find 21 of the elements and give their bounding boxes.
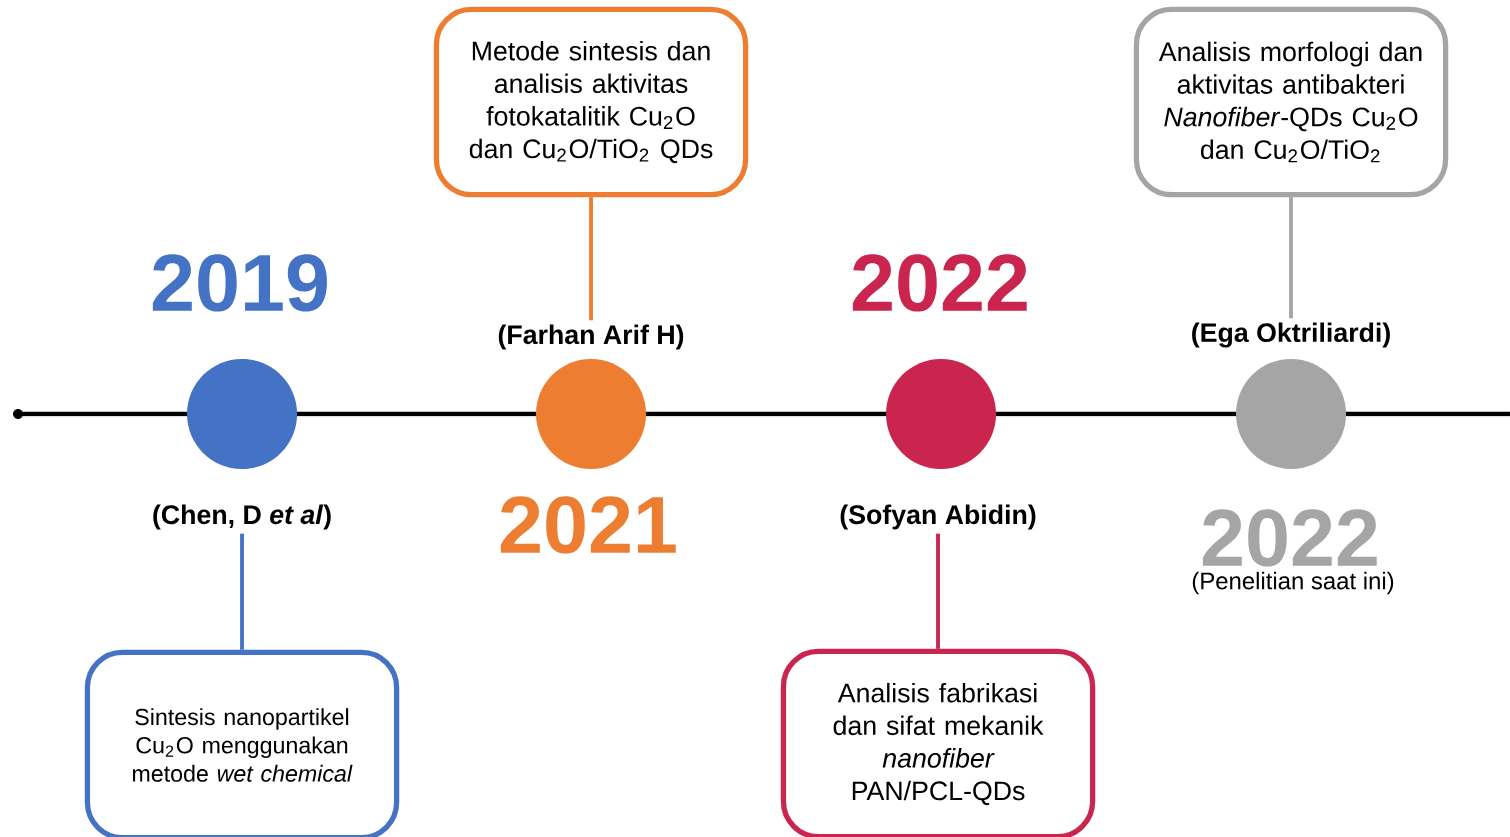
- connector-line: [1289, 197, 1293, 319]
- timeline-circle: [1236, 358, 1347, 469]
- connector-line: [936, 533, 940, 649]
- note-label: (Penelitian saat ini): [1192, 571, 1394, 595]
- year-label: 2021: [500, 496, 676, 554]
- description-box: Analisis fabrikasi dan sifat mekanik nanofiber PAN/PCL-QDs: [780, 648, 1096, 837]
- description-box: Analisis morfologi dan aktivitas antibakteri Nanofiber-QDs Cu$_{2}$O dan Cu$_{2}$O/TiO$_{2}$: [1133, 6, 1449, 198]
- year-label: 2022: [1202, 509, 1377, 567]
- connector-line: [589, 197, 593, 321]
- connector-line: [240, 533, 244, 650]
- year-label: 2019: [152, 254, 327, 312]
- author-label: (Ega Oktriliardi): [1192, 322, 1390, 348]
- timeline-circle: [187, 358, 298, 469]
- year-label: 2022: [852, 254, 1027, 312]
- author-label: (Chen, D et al): [153, 504, 331, 530]
- description-box: Metode sintesis dan analisis aktivitas fotokatalitik Cu$_{2}$O dan Cu$_{2}$O/TiO$_{2}$ QDs: [433, 6, 749, 198]
- author-label: (Sofyan Abidin): [840, 504, 1036, 530]
- timeline-circle: [886, 358, 997, 469]
- author-label: (Farhan Arif H): [498, 324, 684, 350]
- timeline-circle: [536, 358, 647, 469]
- description-box: Sintesis nanopartikel Cu$_{2}$O menggunakan metode wet chemical: [84, 649, 400, 837]
